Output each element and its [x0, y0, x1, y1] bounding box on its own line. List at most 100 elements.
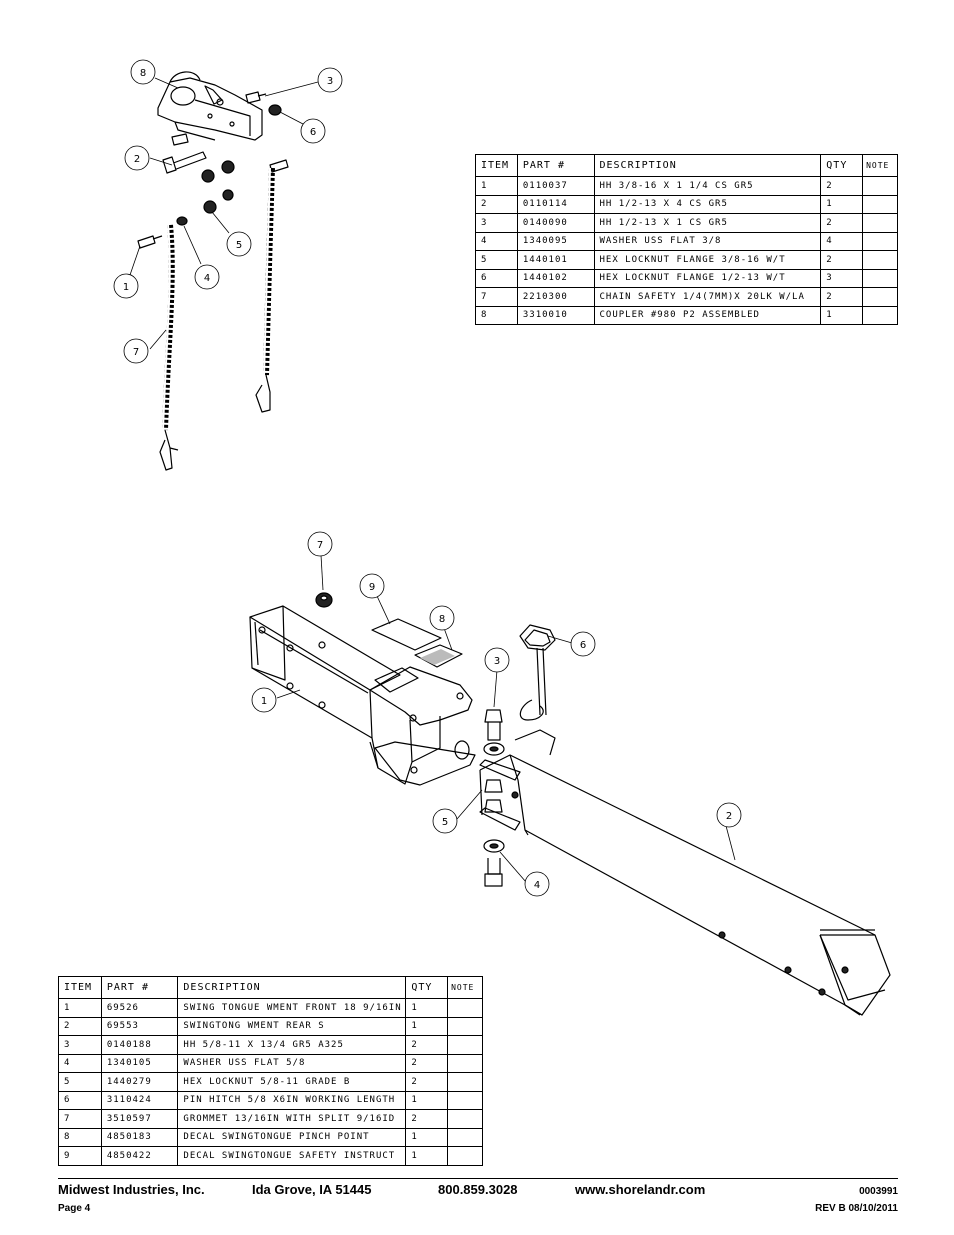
- cell-item: 4: [475, 231, 518, 251]
- col-header-qty: QTY: [405, 976, 449, 999]
- cell-part: 3510597: [100, 1109, 179, 1129]
- footer-website[interactable]: www.shorelandr.com: [575, 1182, 706, 1197]
- washer-upper-drawing: [483, 742, 505, 756]
- callout-lower-1: 1: [261, 696, 267, 707]
- cell-description: HEX LOCKNUT FLANGE 1/2-13 W/T: [593, 268, 822, 288]
- cell-item: 8: [475, 305, 518, 325]
- callout-8: 8: [140, 68, 146, 79]
- cell-qty: 2: [820, 213, 864, 233]
- footer-doc-number: 0003991: [859, 1186, 898, 1197]
- bolt-lower-drawing: [484, 858, 503, 887]
- cell-description: SWING TONGUE WMENT FRONT 18 9/16IN: [177, 998, 407, 1018]
- safety-chain-right-drawing: [255, 167, 275, 413]
- cell-description: GROMMET 13/16IN WITH SPLIT 9/16ID: [177, 1109, 407, 1129]
- bolt-drawing: [171, 133, 189, 146]
- table-row: 2 69553 SWINGTONG WMENT REAR S 1: [58, 1016, 483, 1036]
- cell-description: DECAL SWINGTONGUE PINCH POINT: [177, 1127, 407, 1147]
- cell-qty: 2: [820, 287, 864, 307]
- cell-note: [862, 287, 898, 307]
- bolt-2-drawing: [162, 151, 207, 174]
- cell-description: HH 1/2-13 X 4 CS GR5: [593, 194, 822, 214]
- cell-qty: 2: [405, 1035, 449, 1055]
- cell-qty: 3: [820, 268, 864, 288]
- washer-4-drawing: [176, 216, 188, 226]
- cell-part: 0140090: [516, 213, 595, 233]
- col-header-part: PART #: [100, 976, 179, 999]
- cell-note: [447, 1072, 483, 1092]
- callout-lower-7: 7: [317, 540, 323, 551]
- cell-note: [447, 1016, 483, 1036]
- swing-tongue-front-drawing: [249, 605, 476, 786]
- table-row: 7 2210300 CHAIN SAFETY 1/4(7MM)X 20LK W/…: [475, 287, 898, 307]
- cell-item: 8: [58, 1127, 102, 1147]
- hitch-pin-6-drawing: [519, 624, 556, 721]
- coupler-assembly: [157, 71, 263, 141]
- locknuts-5-drawing: [484, 779, 503, 813]
- col-header-description: DESCRIPTION: [593, 154, 822, 177]
- parts-table-swing-tongue: ITEM PART # DESCRIPTION QTY NOTE 1 69526…: [58, 976, 483, 1166]
- upper-leader-lines: [129, 77, 319, 350]
- col-header-item: ITEM: [475, 154, 518, 177]
- cell-description: PIN HITCH 5/8 X6IN WORKING LENGTH: [177, 1090, 407, 1110]
- cell-description: SWINGTONG WMENT REAR S: [177, 1016, 407, 1036]
- cell-qty: 1: [820, 305, 864, 325]
- callout-lower-8: 8: [439, 614, 445, 625]
- table-row: 8 3310010 COUPLER #980 P2 ASSEMBLED 1: [475, 305, 898, 325]
- cell-part: 2210300: [516, 287, 595, 307]
- table-header-row: ITEM PART # DESCRIPTION QTY NOTE: [475, 154, 898, 177]
- cell-part: 1440101: [516, 250, 595, 270]
- cell-description: HH 1/2-13 X 1 CS GR5: [593, 213, 822, 233]
- swing-tongue-rear-drawing: [479, 729, 891, 1016]
- cell-item: 6: [475, 268, 518, 288]
- col-header-part: PART #: [516, 154, 595, 177]
- lower-leader-lines: [276, 554, 736, 883]
- cell-part: 3310010: [516, 305, 595, 325]
- callout-lower-9: 9: [369, 582, 375, 593]
- callout-7: 7: [133, 347, 139, 358]
- cell-qty: 2: [405, 1109, 449, 1129]
- cell-item: 2: [58, 1016, 102, 1036]
- cell-note: [447, 1127, 483, 1147]
- table-row: 8 4850183 DECAL SWINGTONGUE PINCH POINT …: [58, 1127, 483, 1147]
- callout-1: 1: [123, 282, 129, 293]
- table-row: 7 3510597 GROMMET 13/16IN WITH SPLIT 9/1…: [58, 1109, 483, 1129]
- cell-qty: 2: [820, 176, 864, 196]
- col-header-note: NOTE: [862, 154, 898, 177]
- table-row: 9 4850422 DECAL SWINGTONGUE SAFETY INSTR…: [58, 1146, 483, 1166]
- cell-note: [447, 1109, 483, 1129]
- cell-note: [862, 176, 898, 196]
- callout-6: 6: [310, 127, 316, 138]
- cell-part: 1340105: [100, 1053, 179, 1073]
- col-header-note: NOTE: [447, 976, 483, 999]
- table-row: 3 0140188 HH 5/8-11 X 13/4 GR5 A325 2: [58, 1035, 483, 1055]
- table-header-row: ITEM PART # DESCRIPTION QTY NOTE: [58, 976, 483, 999]
- cell-description: DECAL SWINGTONGUE SAFETY INSTRUCT: [177, 1146, 407, 1166]
- col-header-qty: QTY: [820, 154, 864, 177]
- cell-note: [447, 1146, 483, 1166]
- table-row: 1 0110037 HH 3/8-16 X 1 1/4 CS GR5 2: [475, 176, 898, 196]
- cell-item: 6: [58, 1090, 102, 1110]
- col-header-item: ITEM: [58, 976, 102, 999]
- cell-part: 0140188: [100, 1035, 179, 1055]
- cell-note: [862, 194, 898, 214]
- table-row: 5 1440101 HEX LOCKNUT FLANGE 3/8-16 W/T …: [475, 250, 898, 270]
- cell-note: [862, 305, 898, 325]
- nuts-5-drawing: [201, 160, 235, 214]
- cell-qty: 1: [405, 998, 449, 1018]
- cell-item: 3: [58, 1035, 102, 1055]
- cell-qty: 1: [820, 194, 864, 214]
- cell-description: COUPLER #980 P2 ASSEMBLED: [593, 305, 822, 325]
- col-header-description: DESCRIPTION: [177, 976, 407, 999]
- table-row: 5 1440279 HEX LOCKNUT 5/8-11 GRADE B 2: [58, 1072, 483, 1092]
- footer-phone: 800.859.3028: [438, 1182, 518, 1197]
- cell-item: 4: [58, 1053, 102, 1073]
- callout-lower-3: 3: [494, 656, 500, 667]
- cell-item: 3: [475, 213, 518, 233]
- cell-item: 9: [58, 1146, 102, 1166]
- cell-description: WASHER USS FLAT 5/8: [177, 1053, 407, 1073]
- table-row: 1 69526 SWING TONGUE WMENT FRONT 18 9/16…: [58, 998, 483, 1018]
- cell-part: 1340095: [516, 231, 595, 251]
- grommet-7-drawing: [315, 592, 333, 608]
- bolt-1-drawing: [137, 235, 163, 249]
- cell-description: WASHER USS FLAT 3/8: [593, 231, 822, 251]
